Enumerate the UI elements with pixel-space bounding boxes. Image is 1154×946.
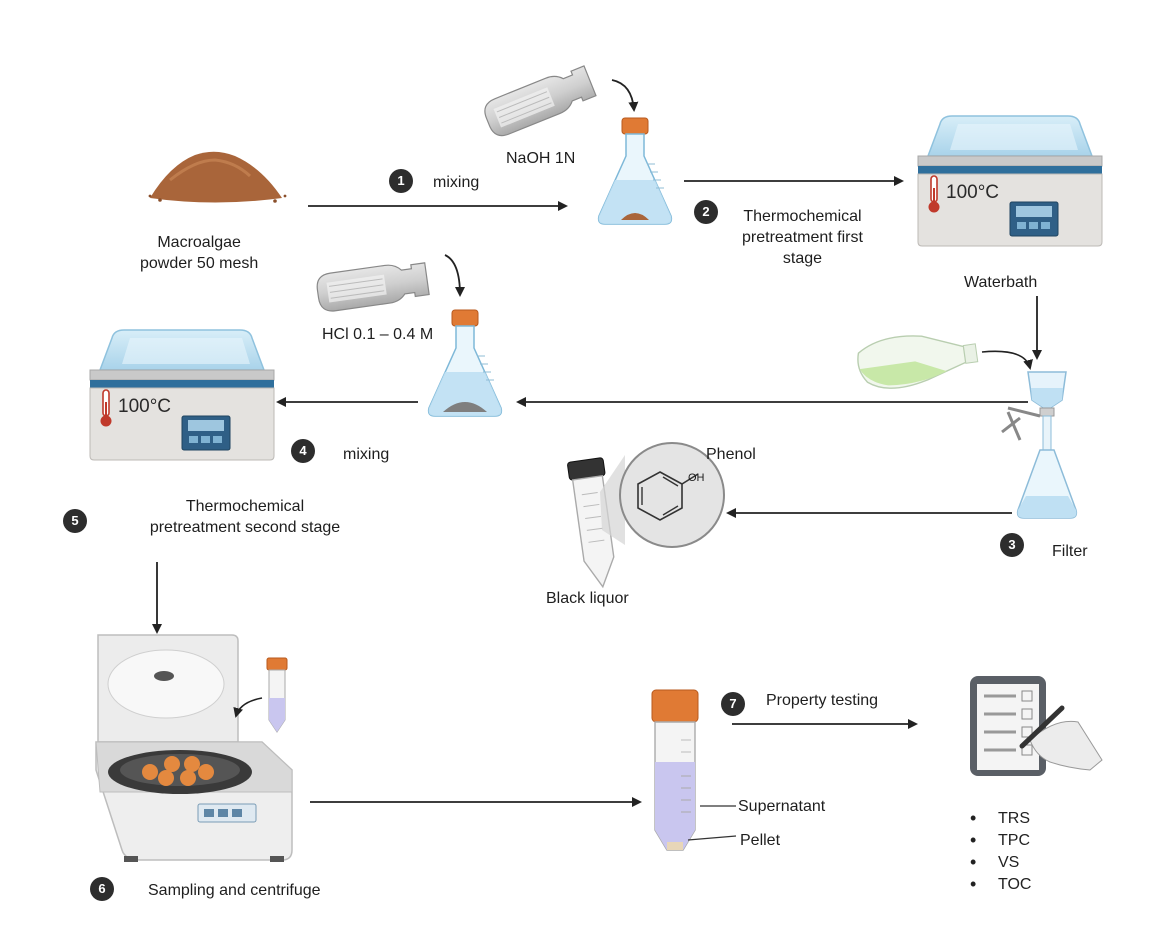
oh-group-label: OH	[688, 472, 705, 484]
waterbath-icon: 100°C	[917, 115, 1103, 247]
step-badge-5: 5	[63, 509, 87, 533]
pour-arrow-3	[981, 350, 1033, 370]
macroalgae-label: Macroalgae powder 50 mesh	[140, 234, 259, 272]
mixing-label-1: mixing	[433, 174, 480, 191]
pellet-pointer	[687, 835, 737, 841]
zoom-cone	[600, 455, 625, 545]
checklist-icon	[970, 676, 1103, 776]
flow-arrows	[152, 176, 1042, 807]
step-badge-6: 6	[90, 877, 114, 901]
reagent-bottle-icon	[314, 259, 431, 314]
step-badge-2: 2	[694, 200, 718, 224]
naoh-label: NaOH 1N	[506, 150, 576, 167]
black-liquor-label: Black liquor	[546, 590, 629, 607]
centrifuge-tube-icon	[651, 689, 699, 851]
test-item: TOC	[970, 873, 1031, 896]
reagent-bottle-icon	[480, 62, 598, 141]
waterbath-icon: 100°C	[89, 329, 275, 461]
pour-arrow-2	[444, 254, 465, 297]
step-badge-7: 7	[721, 692, 745, 716]
centrifuge-tube-icon	[266, 657, 288, 733]
hcl-label: HCl 0.1 – 0.4 M	[322, 326, 434, 343]
waterbath-label: Waterbath	[964, 274, 1038, 291]
green-flask-icon	[857, 335, 979, 389]
mixing-label-4: mixing	[343, 446, 390, 463]
erlenmeyer-flask-icon	[597, 117, 673, 225]
filter-label: Filter	[1052, 543, 1088, 560]
property-testing-label: Property testing	[766, 692, 879, 709]
step-badge-3: 3	[1000, 533, 1024, 557]
erlenmeyer-flask-icon	[427, 309, 503, 417]
vacuum-filter-icon	[1001, 371, 1078, 519]
phenol-label: Phenol	[706, 446, 756, 463]
temperature-label-1: 100°C	[946, 182, 999, 203]
test-item: TPC	[970, 829, 1031, 852]
phenol-structure-icon	[619, 442, 725, 548]
step-badge-4: 4	[291, 439, 315, 463]
pellet-label: Pellet	[740, 832, 781, 849]
property-test-list: TRS TPC VS TOC	[970, 807, 1031, 896]
pour-arrow-1	[611, 79, 639, 112]
test-item: TRS	[970, 807, 1031, 830]
test-item: VS	[970, 851, 1031, 874]
load-arrow	[233, 697, 263, 718]
step-badge-1: 1	[389, 169, 413, 193]
thermochemical-second-stage-label: Thermochemical pretreatment second stage	[149, 498, 341, 536]
powder-pile-icon	[148, 151, 287, 203]
centrifuge-label: Sampling and centrifuge	[148, 882, 321, 899]
temperature-label-2: 100°C	[118, 396, 171, 417]
centrifuge-machine-icon	[95, 634, 293, 862]
supernatant-label: Supernatant	[738, 798, 826, 815]
thermochemical-first-stage-label: Thermochemical pretreatment first stage	[742, 208, 863, 267]
